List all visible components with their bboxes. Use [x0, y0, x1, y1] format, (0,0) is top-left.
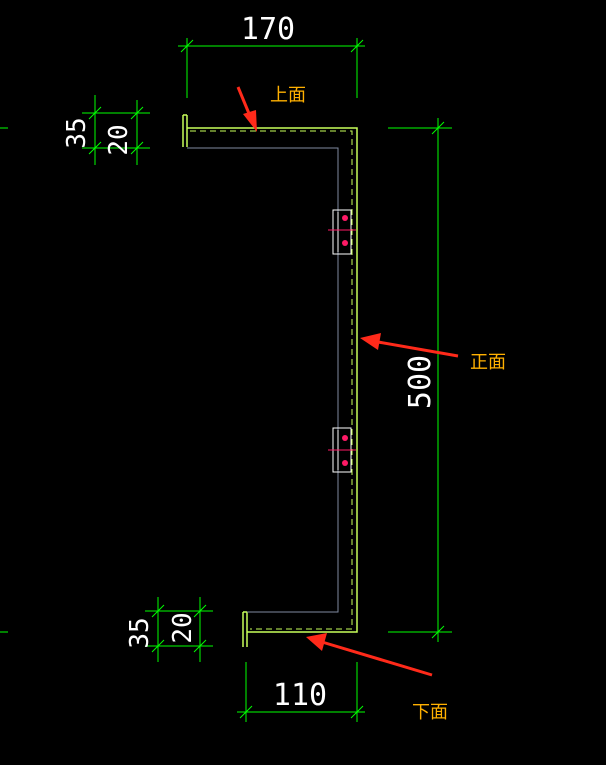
- dimension-bottom-width: [237, 662, 365, 722]
- label-bottom-face: 下面: [412, 702, 448, 723]
- label-top-face: 上面: [270, 85, 306, 106]
- arrow-front-face: [360, 333, 459, 358]
- dimension-bottom-left-lip: [0, 597, 213, 662]
- bolt-plate-upper: [328, 209, 356, 255]
- dimension-height: [388, 118, 452, 642]
- c-profile: [182, 114, 358, 647]
- dimension-bottom-left-20: 20: [168, 612, 198, 643]
- dimension-height-value: 500: [403, 355, 438, 409]
- arrow-top-face: [236, 86, 257, 132]
- dimension-top-width-value: 170: [241, 12, 295, 47]
- label-front-face: 正面: [470, 352, 506, 373]
- arrow-bottom-face: [306, 633, 433, 677]
- dimension-top-width: [178, 38, 365, 98]
- dimension-top-left-35: 35: [62, 117, 92, 148]
- dimension-bottom-left-35: 35: [125, 617, 155, 648]
- dimension-bottom-width-value: 110: [273, 678, 327, 713]
- dimension-top-left-20: 20: [104, 124, 134, 155]
- bolt-plate-lower: [328, 427, 356, 473]
- dimension-top-left-lip: [0, 95, 150, 165]
